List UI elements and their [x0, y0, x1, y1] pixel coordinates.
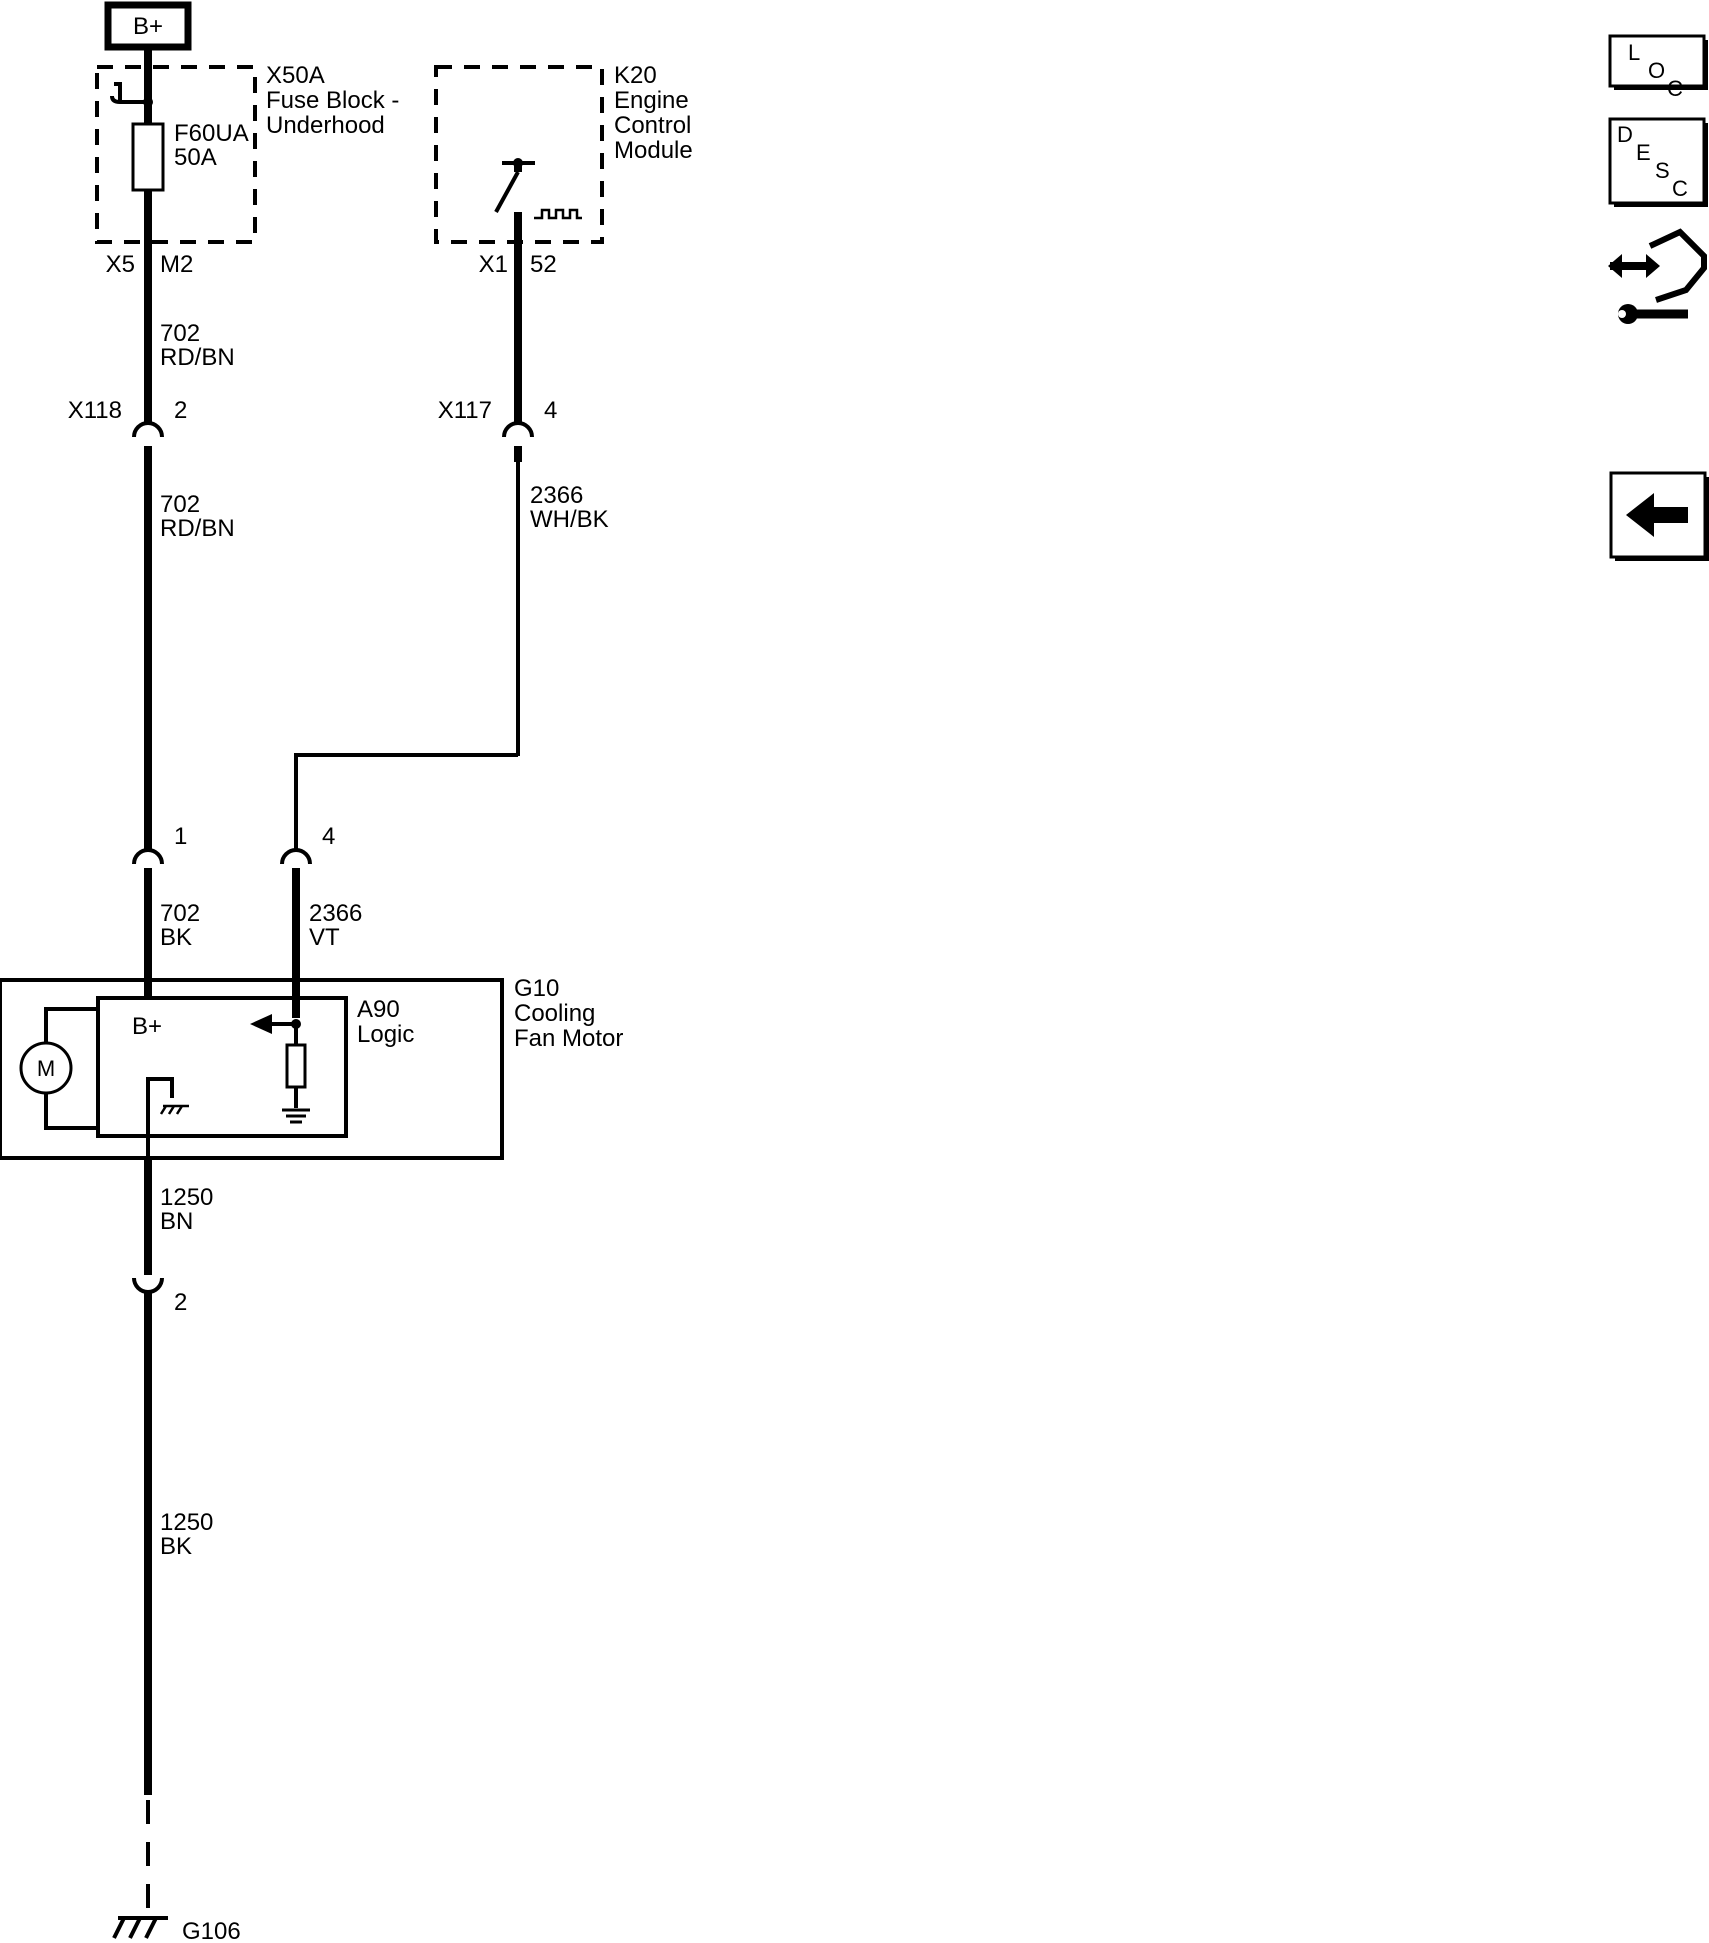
wire-2366-circuit-b: 2366 — [309, 900, 362, 927]
desc-letter-d: D — [1617, 122, 1633, 147]
fuse-block-x50a: F60UA 50A X50A Fuse Block - Underhood X5… — [95, 47, 399, 278]
connector-x117: X117 4 — [438, 397, 557, 462]
connector-x118-pin: 2 — [174, 397, 187, 424]
wire-1250-circuit-a: 1250 — [160, 1184, 213, 1211]
fuse-rating: 50A — [174, 144, 217, 171]
desc-letter-c: C — [1672, 176, 1688, 201]
engine-control-module-k20: K20 Engine Control Module X1 52 — [434, 62, 693, 278]
circuit-702-wire: 702 RD/BN 702 RD/BN 702 BK — [144, 242, 235, 998]
power-label: B+ — [133, 13, 163, 40]
connector-service-icon[interactable] — [1608, 228, 1707, 324]
back-button[interactable] — [1609, 471, 1709, 561]
connector-x118-id: X118 — [68, 397, 122, 424]
fuse-block-name-2: Underhood — [266, 112, 385, 139]
desc-letter-s: S — [1655, 158, 1670, 183]
logic-module-id: A90 — [357, 996, 400, 1023]
logic-module-name: Logic — [357, 1021, 414, 1048]
wire-702-color-c: BK — [160, 924, 192, 951]
fuse-f60ua — [131, 122, 165, 192]
cooling-fan-motor-g10: G10 Cooling Fan Motor M — [0, 975, 623, 1160]
circuit-1250-wire: 1250 BN 1250 BK — [144, 1158, 213, 1915]
fan-connector-pin-1: 1 — [132, 823, 187, 888]
ground-g106: G106 — [112, 1916, 241, 1943]
logic-module-a90: A90 Logic B+ — [96, 996, 414, 1158]
connector-x118: X118 2 — [68, 397, 187, 462]
wire-702-color-a: RD/BN — [160, 344, 235, 371]
wire-2366-color-b: VT — [309, 924, 340, 951]
ecm-id: K20 — [614, 62, 657, 89]
fan-pin-4-label: 4 — [322, 823, 335, 850]
wire-1250-color-b: BK — [160, 1533, 192, 1560]
fan-pin-2-label: 2 — [174, 1289, 187, 1316]
battery-positive-source: B+ — [104, 1, 192, 51]
ground-id: G106 — [182, 1918, 241, 1943]
connector-x117-id: X117 — [438, 397, 492, 424]
fan-motor-name-2: Fan Motor — [514, 1025, 623, 1052]
loc-letter-c: C — [1667, 76, 1683, 101]
desc-button[interactable]: D E S C — [1608, 117, 1708, 207]
fuse-block-name-1: Fuse Block - — [266, 87, 399, 114]
logic-power-label: B+ — [132, 1013, 162, 1040]
loc-letter-o: O — [1648, 58, 1665, 83]
wire-2366-circuit-a: 2366 — [530, 482, 583, 509]
wire-702-circuit-a: 702 — [160, 320, 200, 347]
wire-1250-circuit-b: 1250 — [160, 1509, 213, 1536]
ecm-pin: 52 — [530, 251, 557, 278]
ecm-name-3: Module — [614, 137, 693, 164]
fuse-block-id: X50A — [266, 62, 325, 89]
fan-pin-1-label: 1 — [174, 823, 187, 850]
arrow-left-icon — [1626, 493, 1688, 537]
ecm-name-2: Control — [614, 112, 691, 139]
desc-letter-e: E — [1636, 140, 1651, 165]
loc-button-text: L O C — [1628, 40, 1683, 101]
wire-1250-color-a: BN — [160, 1208, 193, 1235]
ecm-connector: X1 — [479, 251, 508, 278]
fan-connector-pin-2: 2 — [132, 1252, 187, 1316]
connector-x117-pin: 4 — [544, 397, 557, 424]
fuse-block-connector: X5 — [106, 251, 135, 278]
wire-702-circuit-b: 702 — [160, 491, 200, 518]
fuse-block-pin: M2 — [160, 251, 193, 278]
wire-702-circuit-c: 702 — [160, 900, 200, 927]
loc-letter-l: L — [1628, 40, 1640, 65]
wire-702-color-b: RD/BN — [160, 515, 235, 542]
circuit-2366-wire: 2366 WH/BK 2366 VT — [292, 242, 609, 1018]
loc-button-face[interactable] — [1608, 34, 1708, 90]
motor-symbol-label: M — [37, 1056, 55, 1081]
fan-motor-name-1: Cooling — [514, 1000, 595, 1027]
fan-motor-id: G10 — [514, 975, 559, 1002]
ecm-name-1: Engine — [614, 87, 689, 114]
wire-2366-color-a: WH/BK — [530, 506, 609, 533]
fuse-id: F60UA — [174, 120, 249, 147]
fan-connector-pin-4: 4 — [280, 823, 335, 888]
